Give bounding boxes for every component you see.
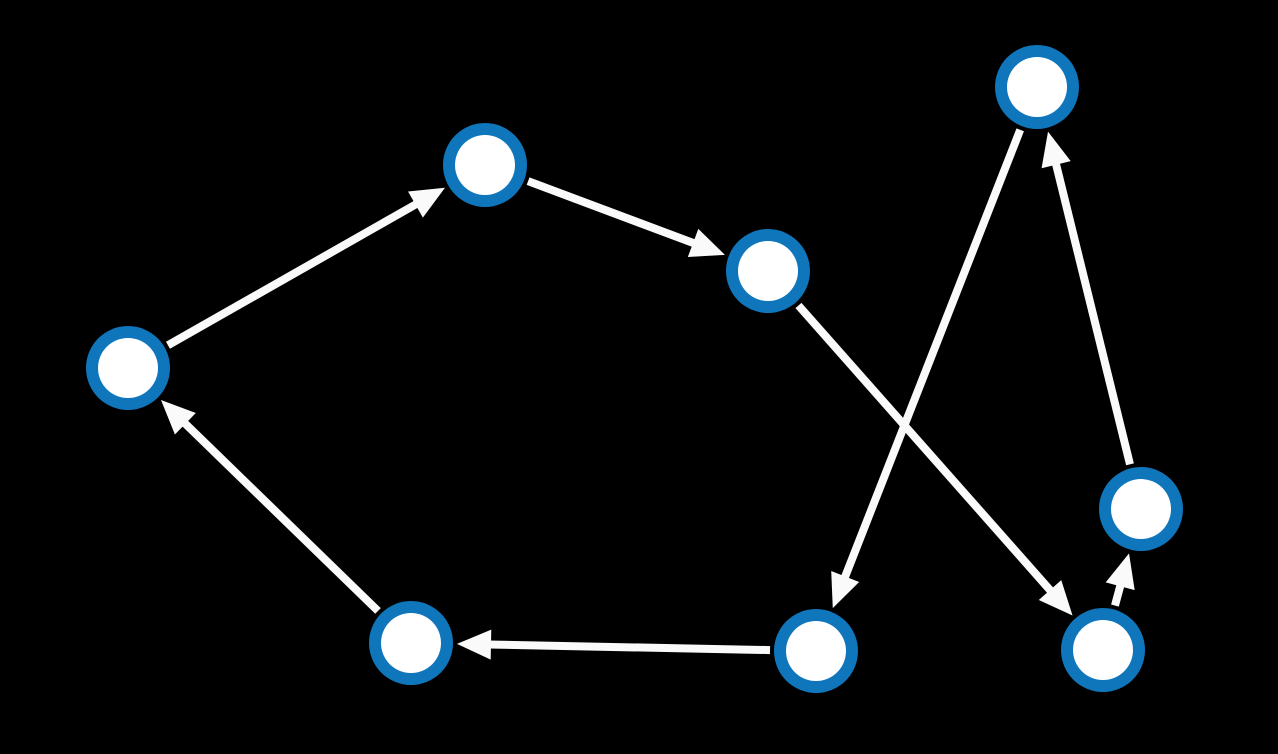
node-core bbox=[1111, 479, 1171, 539]
graph-edge[interactable] bbox=[526, 177, 725, 257]
edge-shaft bbox=[166, 200, 420, 349]
graph-node[interactable] bbox=[86, 326, 170, 410]
graph-edge[interactable] bbox=[456, 629, 771, 660]
edge-arrowhead bbox=[1038, 580, 1073, 616]
edge-shaft bbox=[526, 177, 697, 248]
node-layer bbox=[86, 45, 1183, 693]
edge-shaft bbox=[1051, 161, 1134, 466]
edge-arrowhead bbox=[687, 228, 725, 257]
node-core bbox=[1073, 620, 1133, 680]
graph-edge[interactable] bbox=[1105, 553, 1135, 607]
edge-shaft bbox=[1111, 583, 1125, 607]
edge-shaft bbox=[795, 302, 1055, 595]
edge-shaft bbox=[488, 640, 771, 655]
graph-node[interactable] bbox=[1061, 608, 1145, 692]
edge-arrowhead bbox=[831, 571, 860, 609]
graph-edge[interactable] bbox=[1041, 131, 1134, 466]
edge-layer bbox=[160, 128, 1135, 660]
edge-arrowhead bbox=[456, 629, 492, 660]
graph-node[interactable] bbox=[1099, 467, 1183, 551]
node-core bbox=[98, 338, 158, 398]
edge-arrowhead bbox=[408, 187, 446, 218]
graph-node[interactable] bbox=[369, 601, 453, 685]
node-core bbox=[381, 613, 441, 673]
edge-shaft bbox=[840, 128, 1024, 580]
graph-edge[interactable] bbox=[795, 302, 1073, 616]
graph-node[interactable] bbox=[726, 229, 810, 313]
graph-edge[interactable] bbox=[160, 400, 381, 614]
graph-edge[interactable] bbox=[831, 128, 1024, 609]
graph-node[interactable] bbox=[443, 123, 527, 207]
graph-node[interactable] bbox=[774, 609, 858, 693]
graph-edge[interactable] bbox=[166, 187, 446, 349]
node-core bbox=[786, 621, 846, 681]
node-core bbox=[738, 241, 798, 301]
edge-arrowhead bbox=[160, 400, 196, 435]
node-core bbox=[455, 135, 515, 195]
edge-arrowhead bbox=[1105, 553, 1135, 591]
edge-arrowhead bbox=[1041, 131, 1071, 169]
edge-shaft bbox=[181, 419, 381, 614]
node-core bbox=[1007, 57, 1067, 117]
graph-node[interactable] bbox=[995, 45, 1079, 129]
